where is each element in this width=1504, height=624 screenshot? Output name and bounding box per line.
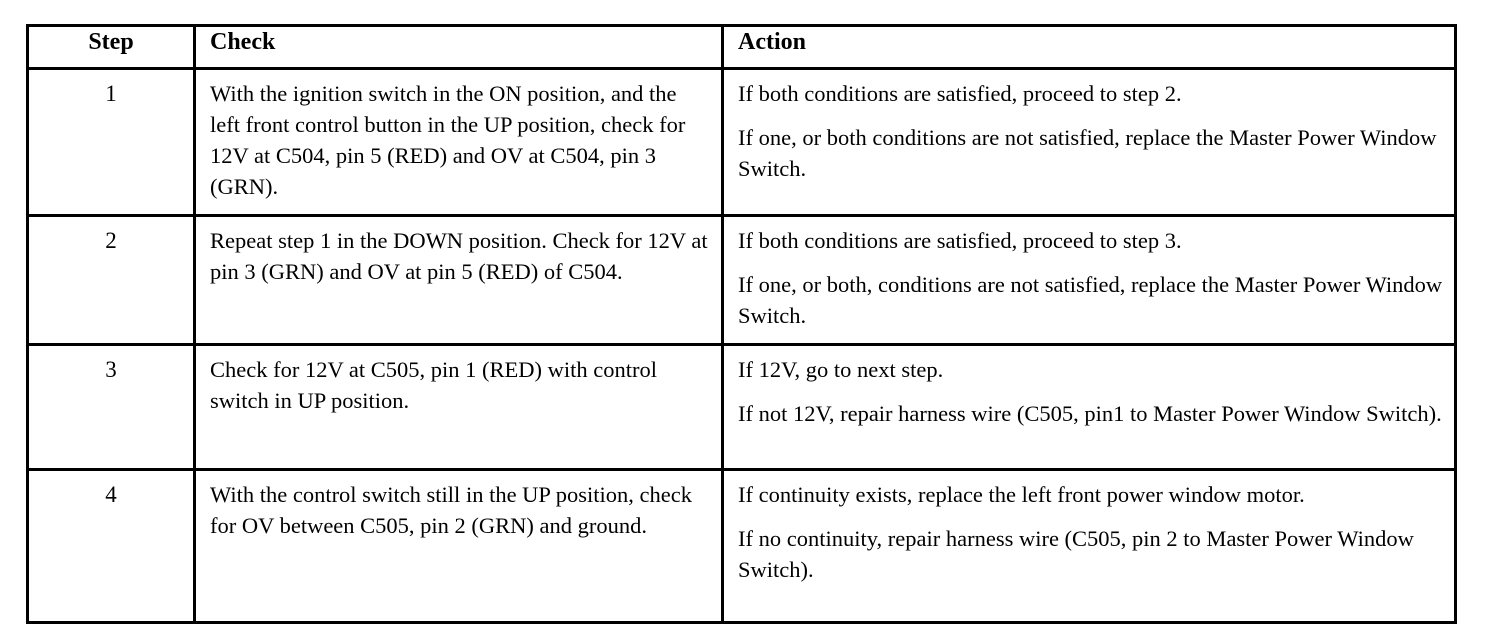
diagnostic-step-table: Step Check Action 1 With the ignition sw…: [26, 24, 1457, 624]
step-number: 2: [26, 214, 196, 346]
table-row: 4 With the control switch still in the U…: [26, 468, 1457, 624]
check-paragraph: With the control switch still in the UP …: [210, 482, 692, 538]
table-row: 1 With the ignition switch in the ON pos…: [26, 67, 1457, 217]
table-row: 2 Repeat step 1 in the DOWN position. Ch…: [26, 214, 1457, 346]
step-number: 1: [26, 67, 196, 217]
table-body: 1 With the ignition switch in the ON pos…: [26, 67, 1457, 624]
column-header-action: Action: [721, 24, 1457, 70]
action-paragraph: If both conditions are satisfied, procee…: [738, 228, 1182, 253]
step-number: 3: [26, 343, 196, 471]
document-page: Step Check Action 1 With the ignition sw…: [26, 24, 1457, 624]
step-number: 4: [26, 468, 196, 624]
table-header-row: Step Check Action: [26, 24, 1457, 70]
action-paragraph: If not 12V, repair harness wire (C505, p…: [738, 401, 1442, 426]
check-paragraph: Repeat step 1 in the DOWN position. Chec…: [210, 228, 708, 284]
table-header: Step Check Action: [26, 24, 1457, 70]
check-cell: With the ignition switch in the ON posit…: [193, 67, 724, 217]
action-paragraph: If no continuity, repair harness wire (C…: [738, 526, 1414, 582]
action-paragraph: If one, or both conditions are not satis…: [738, 125, 1437, 181]
action-cell: If 12V, go to next step. If not 12V, rep…: [721, 343, 1457, 471]
action-paragraph: If both conditions are satisfied, procee…: [738, 81, 1182, 106]
column-header-check: Check: [193, 24, 724, 70]
action-paragraph: If one, or both, conditions are not sati…: [738, 272, 1443, 328]
action-paragraph: If continuity exists, replace the left f…: [738, 482, 1305, 507]
check-paragraph: With the ignition switch in the ON posit…: [210, 81, 686, 199]
check-cell: With the control switch still in the UP …: [193, 468, 724, 624]
check-paragraph: Check for 12V at C505, pin 1 (RED) with …: [210, 357, 658, 413]
table-row: 3 Check for 12V at C505, pin 1 (RED) wit…: [26, 343, 1457, 471]
action-paragraph: If 12V, go to next step.: [738, 357, 944, 382]
action-cell: If continuity exists, replace the left f…: [721, 468, 1457, 624]
column-header-step: Step: [26, 24, 196, 70]
check-cell: Repeat step 1 in the DOWN position. Chec…: [193, 214, 724, 346]
action-cell: If both conditions are satisfied, procee…: [721, 214, 1457, 346]
check-cell: Check for 12V at C505, pin 1 (RED) with …: [193, 343, 724, 471]
action-cell: If both conditions are satisfied, procee…: [721, 67, 1457, 217]
